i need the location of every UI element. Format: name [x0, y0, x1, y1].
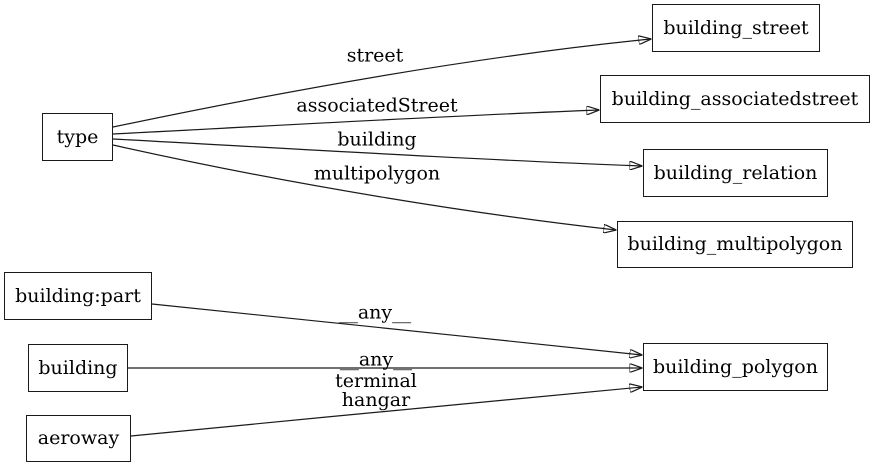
- edge-type-building-street: [112, 39, 651, 128]
- edge-label-building: building: [337, 128, 417, 151]
- node-building-part: building:part: [4, 272, 152, 320]
- edge-type-building-associatedstreet: [112, 110, 599, 135]
- node-label: type: [56, 125, 99, 148]
- edge-buildingpart-building-polygon: [151, 303, 642, 355]
- node-label: building_polygon: [653, 355, 818, 378]
- node-aeroway: aeroway: [26, 415, 131, 462]
- edge-label-any-1: __any__: [338, 301, 412, 324]
- node-label: building_associatedstreet: [611, 87, 859, 110]
- edge-label-street: street: [346, 44, 404, 67]
- node-label: building_relation: [653, 161, 818, 184]
- edge-label-terminal-hangar: terminal hangar: [335, 370, 417, 411]
- node-label: building_multipolygon: [627, 233, 843, 255]
- edge-aeroway-building-polygon: [130, 387, 642, 437]
- node-building-multipolygon: building_multipolygon: [617, 221, 853, 268]
- node-building-street: building_street: [652, 4, 820, 52]
- edge-type-building-relation: [112, 138, 642, 166]
- node-label: building:part: [15, 284, 141, 307]
- edge-type-building-multipolygon: [112, 144, 616, 230]
- node-label: aeroway: [37, 427, 120, 449]
- edge-label-associatedstreet: associatedStreet: [296, 94, 458, 117]
- node-building-polygon: building_polygon: [643, 343, 828, 391]
- node-building-relation: building_relation: [643, 149, 828, 197]
- node-building-associatedstreet: building_associatedstreet: [600, 75, 870, 123]
- node-label: building: [38, 356, 118, 379]
- edge-label-multipolygon: multipolygon: [313, 162, 441, 185]
- edge-label-any-2: __any__: [339, 348, 413, 371]
- node-label: building_street: [663, 16, 809, 39]
- node-building: building: [28, 344, 128, 392]
- node-type: type: [42, 113, 113, 161]
